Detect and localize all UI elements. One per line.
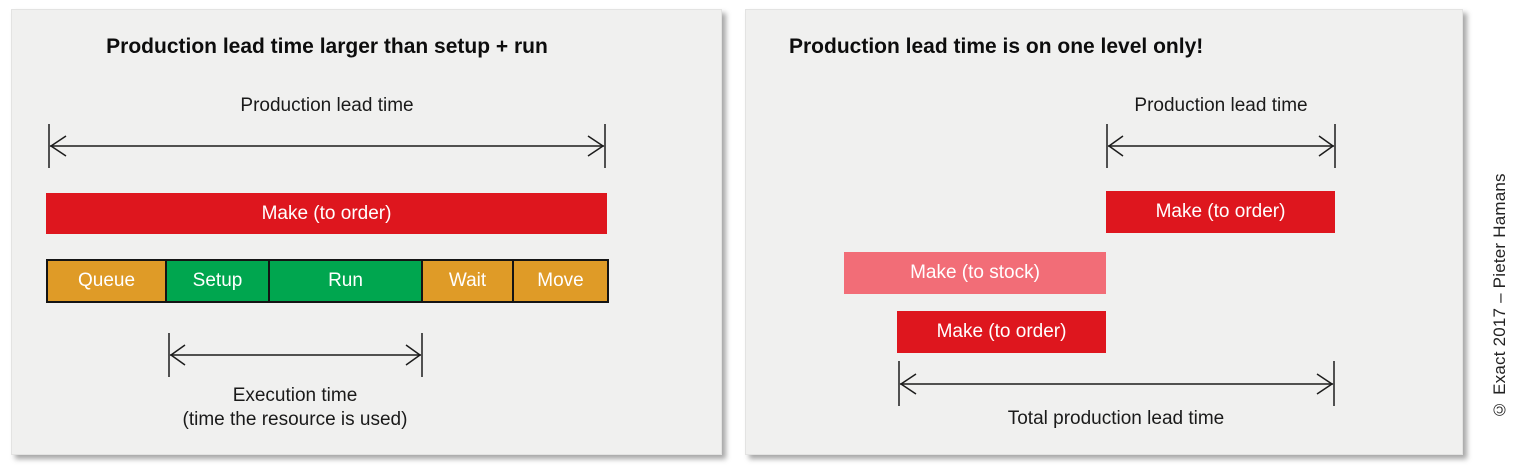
make-to-order-top-label: Make (to order) — [1155, 201, 1286, 222]
make-to-order-bar-label: Make (to order) — [261, 202, 392, 224]
segment-queue: Queue — [48, 261, 165, 301]
make-to-stock-label: Make (to stock) — [910, 262, 1040, 283]
right-panel-title: Production lead time is on one level onl… — [789, 35, 1204, 58]
right-lead-time-label: Production lead time — [1134, 95, 1308, 116]
execution-time-arrow — [168, 333, 423, 377]
segment-run-label: Run — [328, 270, 363, 291]
segment-setup: Setup — [165, 261, 268, 301]
right-lead-time-arrow — [1106, 124, 1336, 168]
make-to-stock-bar: Make (to stock) — [844, 252, 1106, 294]
left-lead-time-arrow — [48, 124, 606, 168]
total-lead-time-label: Total production lead time — [1007, 408, 1225, 429]
execution-time-sublabel: (time the resource is used) — [182, 409, 408, 430]
execution-time-label: Execution time — [232, 385, 358, 406]
segment-move: Move — [512, 261, 607, 301]
total-lead-time-arrow — [898, 361, 1335, 406]
segment-wait-label: Wait — [448, 270, 487, 291]
left-panel: Production lead time larger than setup +… — [11, 9, 722, 455]
segment-run: Run — [268, 261, 421, 301]
make-to-order-bottom-bar: Make (to order) — [897, 311, 1106, 353]
segment-wait: Wait — [421, 261, 512, 301]
make-to-order-bottom-label: Make (to order) — [936, 321, 1067, 342]
right-panel: Production lead time is on one level onl… — [745, 9, 1463, 455]
make-to-order-bar: Make (to order) — [46, 193, 607, 234]
left-lead-time-label: Production lead time — [240, 95, 414, 116]
make-to-order-top-bar: Make (to order) — [1106, 191, 1335, 233]
segment-queue-label: Queue — [77, 270, 136, 291]
segment-setup-label: Setup — [192, 270, 243, 291]
execution-time-label-block: Execution time (time the resource is use… — [115, 384, 475, 432]
left-panel-title: Production lead time larger than setup +… — [106, 35, 548, 58]
segment-move-label: Move — [537, 270, 584, 291]
copyright-text: © Exact 2017 – Pieter Hamans — [1490, 173, 1509, 419]
time-segments-bar: Queue Setup Run Wait Move — [46, 259, 609, 303]
